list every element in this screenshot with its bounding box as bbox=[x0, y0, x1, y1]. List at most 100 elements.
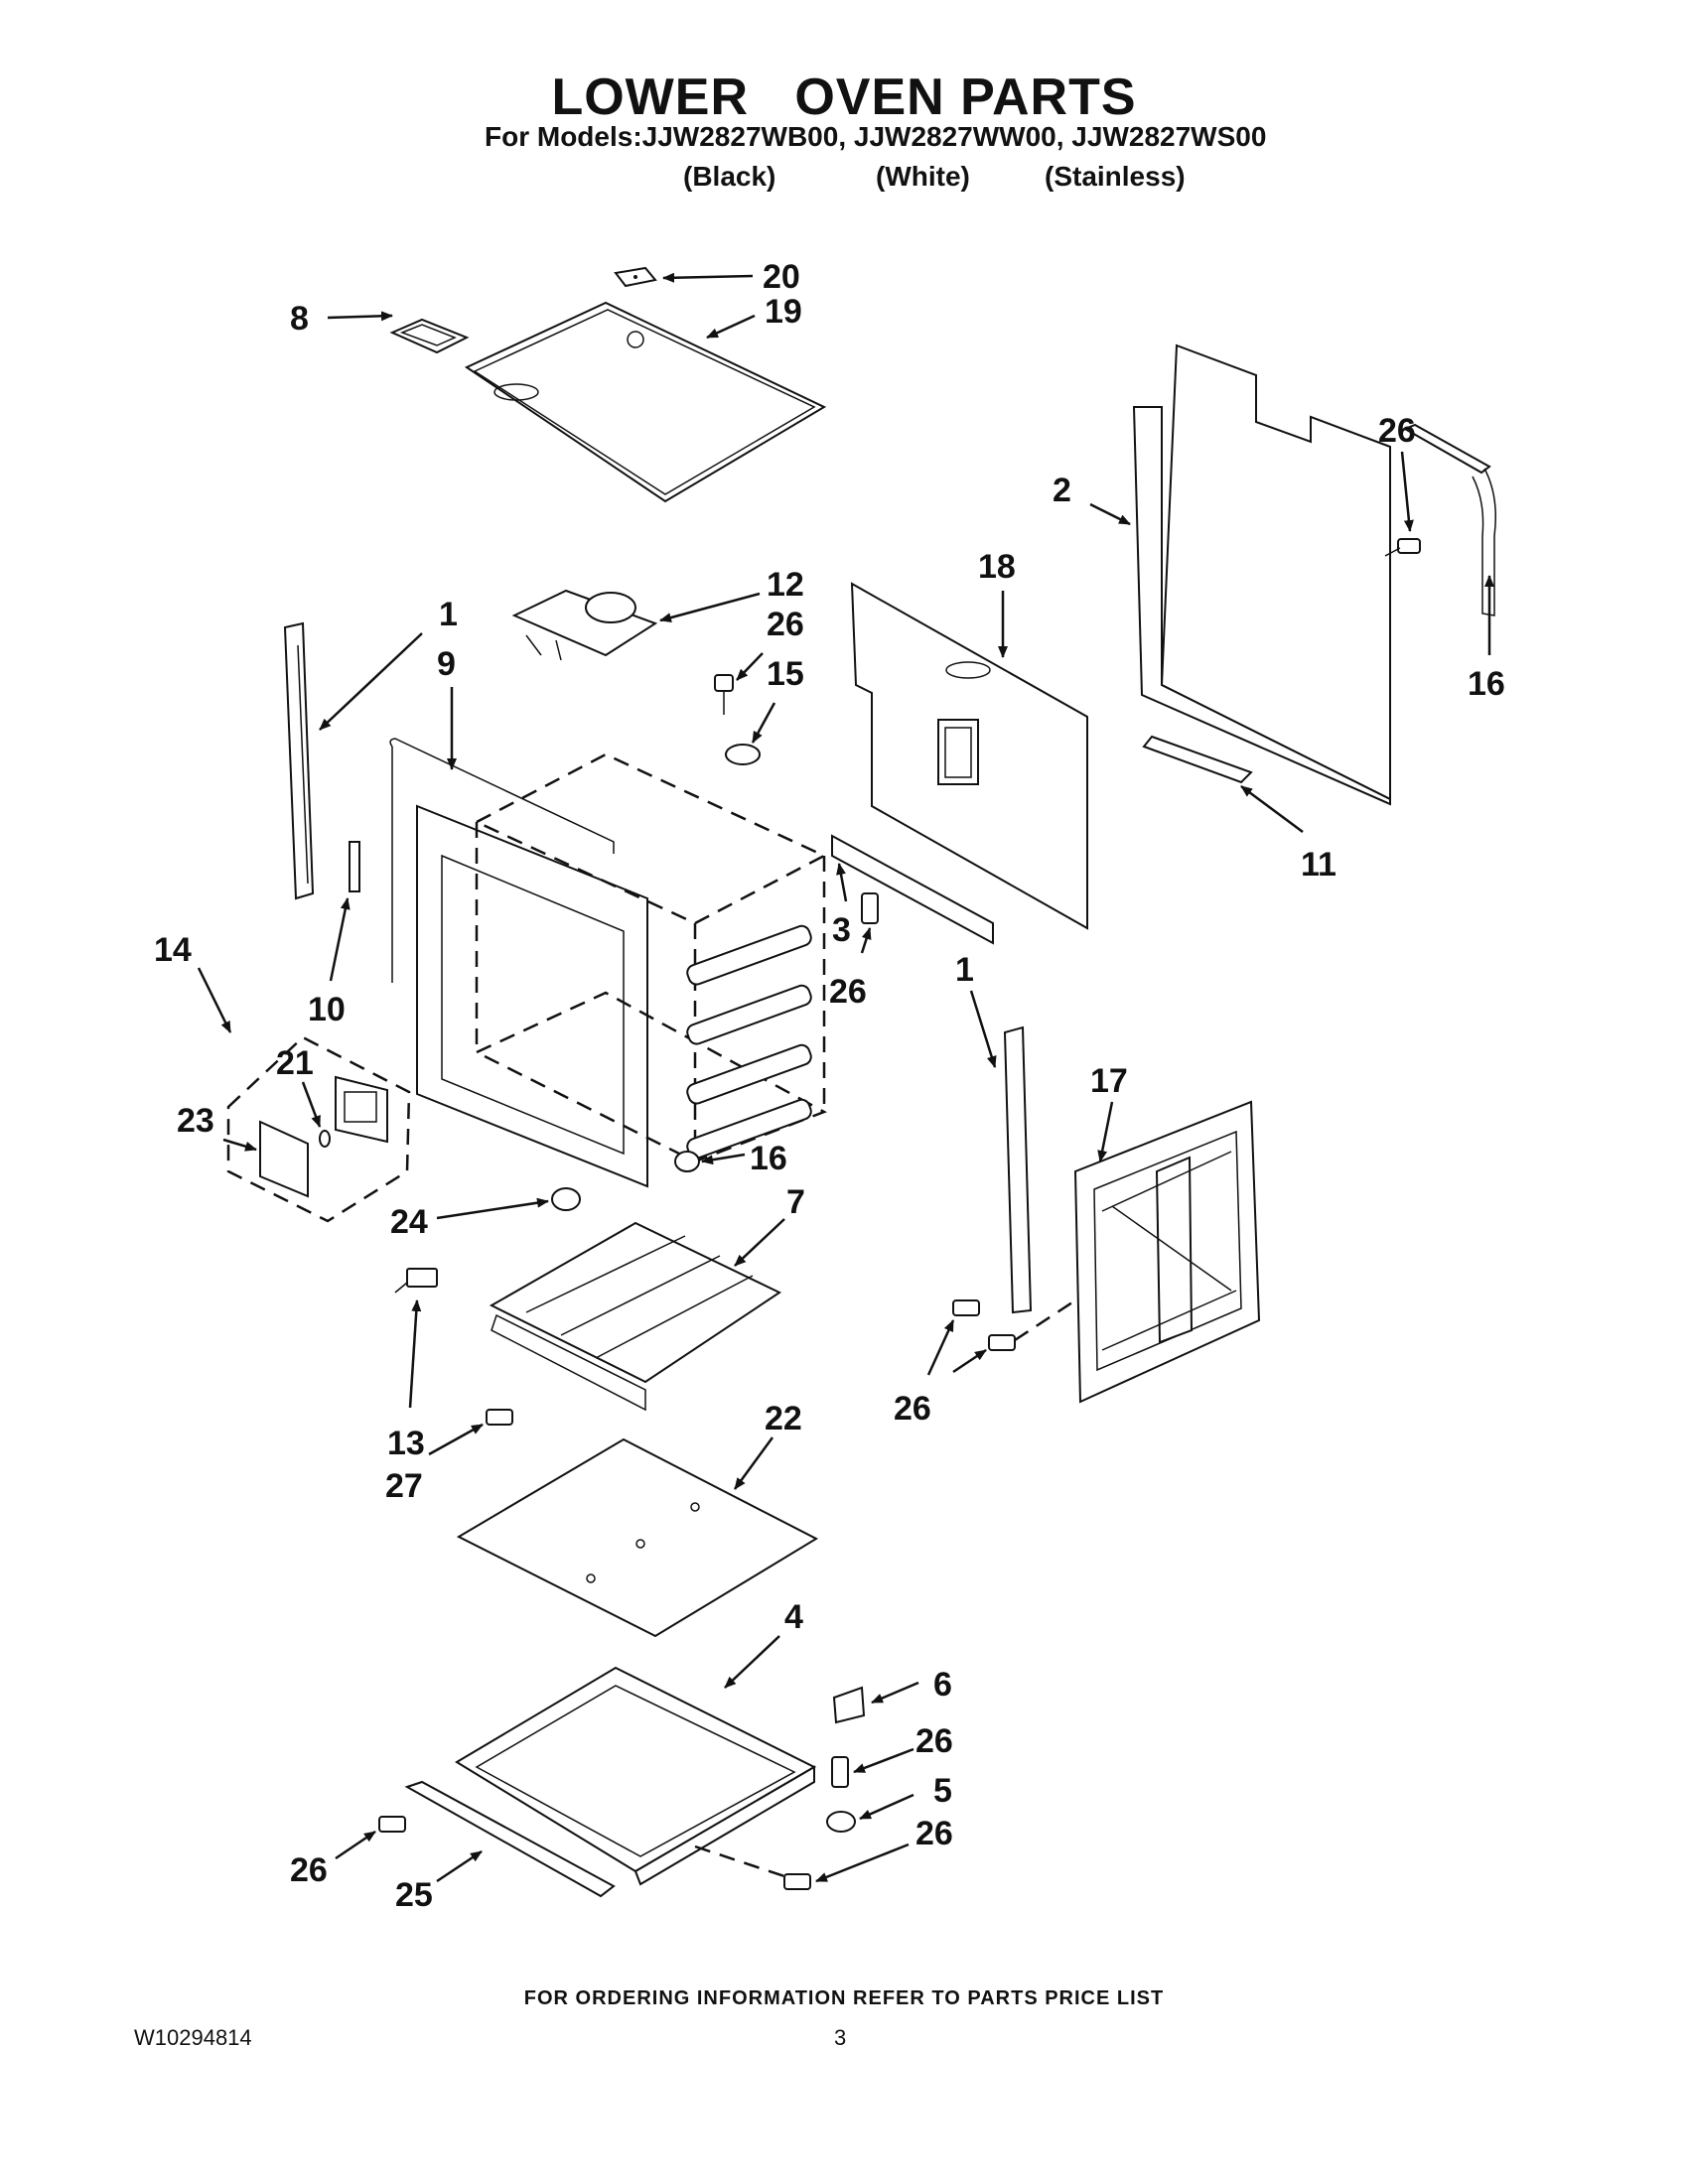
part-5-washer bbox=[826, 1811, 856, 1833]
callout-10: 10 bbox=[308, 991, 346, 1028]
part-7-bottom-panel bbox=[489, 1221, 782, 1412]
leader-26-front bbox=[335, 1830, 376, 1860]
callout-1: 1 bbox=[955, 951, 974, 989]
callout-15: 15 bbox=[767, 655, 804, 693]
leader-25 bbox=[436, 1849, 483, 1883]
leader-22 bbox=[733, 1436, 774, 1490]
callout-27: 27 bbox=[385, 1467, 423, 1505]
part-17-door-frame bbox=[1073, 1100, 1261, 1404]
part-26-screw-bracket bbox=[831, 1756, 849, 1788]
callout-26: 26 bbox=[767, 606, 804, 643]
callout-18: 18 bbox=[978, 548, 1016, 586]
leader-21 bbox=[301, 1081, 322, 1128]
leader-26-bottom bbox=[815, 1843, 910, 1883]
callout-3: 3 bbox=[832, 911, 851, 949]
part-20-small-plate bbox=[614, 266, 657, 288]
part-26-screw-rail bbox=[861, 892, 879, 924]
leader-2 bbox=[1089, 502, 1131, 526]
part-14-lamp-assembly-group bbox=[226, 1035, 411, 1223]
part-26-screw-door bbox=[952, 1298, 1076, 1351]
callout-16: 16 bbox=[750, 1140, 787, 1177]
callout-4: 4 bbox=[784, 1598, 803, 1636]
callout-16: 16 bbox=[1468, 665, 1505, 703]
leader-11 bbox=[1240, 784, 1304, 834]
callout-24: 24 bbox=[390, 1203, 428, 1241]
leader-7 bbox=[734, 1218, 785, 1267]
callout-26: 26 bbox=[290, 1851, 328, 1889]
leader-4 bbox=[724, 1635, 780, 1689]
part-15-plug bbox=[725, 744, 761, 765]
part-16-gasket-strip bbox=[1402, 423, 1496, 616]
part-10-strip bbox=[349, 841, 360, 892]
leader-12 bbox=[659, 592, 761, 622]
callout-26: 26 bbox=[915, 1722, 953, 1760]
callout-1: 1 bbox=[439, 596, 458, 633]
part-12-element-assembly bbox=[511, 589, 658, 661]
part-24-plug bbox=[551, 1187, 581, 1211]
part-4-bottom-frame bbox=[455, 1666, 817, 1886]
leader-26-bracket bbox=[853, 1747, 914, 1774]
callout-11: 11 bbox=[1301, 846, 1336, 884]
part-18-side-panel bbox=[850, 582, 1088, 930]
part-26-screw-bottom bbox=[694, 1844, 811, 1890]
page-title: LOWER OVEN PARTS bbox=[551, 68, 1137, 126]
leader-26-rail bbox=[860, 927, 872, 954]
callout-19: 19 bbox=[765, 293, 802, 331]
callout-26: 26 bbox=[915, 1815, 953, 1852]
leader-26-door-2 bbox=[952, 1348, 987, 1374]
part-13-switch bbox=[394, 1268, 438, 1294]
part-9-oven-cavity bbox=[389, 738, 827, 1188]
leader-26-door bbox=[926, 1319, 955, 1376]
part-25-strip bbox=[404, 1780, 616, 1898]
part-16-knob bbox=[674, 1151, 700, 1172]
callout-7: 7 bbox=[786, 1183, 805, 1221]
variant-white: (White) bbox=[876, 161, 970, 192]
leader-13 bbox=[408, 1299, 422, 1409]
callout-26: 26 bbox=[894, 1390, 931, 1428]
leader-26-rear bbox=[1400, 451, 1414, 532]
callout-12: 12 bbox=[767, 566, 804, 604]
document-number: W10294814 bbox=[134, 2025, 252, 2050]
part-6-bracket bbox=[832, 1686, 866, 1724]
leader-24 bbox=[436, 1197, 549, 1220]
part-3-rail bbox=[831, 834, 994, 945]
part-27-screw bbox=[486, 1409, 513, 1426]
ordering-note: FOR ORDERING INFORMATION REFER TO PARTS … bbox=[523, 1987, 1165, 2009]
callout-6: 6 bbox=[933, 1666, 952, 1704]
callout-13: 13 bbox=[387, 1425, 425, 1462]
callout-23: 23 bbox=[177, 1102, 214, 1140]
leader-16-knob bbox=[701, 1153, 746, 1165]
callout-21: 21 bbox=[276, 1044, 314, 1082]
callout-25: 25 bbox=[395, 1876, 433, 1914]
leader-19 bbox=[706, 314, 756, 340]
part-19-top-panel bbox=[464, 301, 827, 503]
callout-26: 26 bbox=[829, 973, 867, 1011]
leader-10 bbox=[329, 897, 351, 982]
part-22-flat-panel bbox=[456, 1437, 819, 1638]
leader-26-upper bbox=[736, 652, 764, 681]
leader-17 bbox=[1097, 1101, 1114, 1162]
leader-6 bbox=[871, 1681, 919, 1705]
callout-22: 22 bbox=[765, 1400, 802, 1437]
leader-8 bbox=[327, 311, 393, 322]
part-26-screw-front bbox=[378, 1816, 406, 1833]
part-8-bracket bbox=[389, 318, 470, 354]
part-1-side-rail-right bbox=[1003, 1025, 1033, 1314]
callout-2: 2 bbox=[1053, 472, 1071, 509]
part-2-rear-cover bbox=[1132, 343, 1391, 806]
leader-3 bbox=[836, 863, 848, 902]
leader-20 bbox=[662, 272, 754, 283]
part-26-screw-rear bbox=[1384, 538, 1421, 557]
variant-stainless: (Stainless) bbox=[1045, 161, 1186, 192]
callout-5: 5 bbox=[933, 1772, 952, 1810]
leader-5 bbox=[859, 1793, 914, 1821]
callout-14: 14 bbox=[154, 931, 192, 969]
callout-8: 8 bbox=[290, 300, 309, 338]
leader-14 bbox=[197, 967, 232, 1033]
callout-9: 9 bbox=[437, 645, 456, 683]
leader-1-right bbox=[969, 990, 997, 1068]
leader-15 bbox=[751, 702, 776, 744]
callout-26: 26 bbox=[1378, 412, 1416, 450]
leader-27 bbox=[428, 1423, 484, 1456]
